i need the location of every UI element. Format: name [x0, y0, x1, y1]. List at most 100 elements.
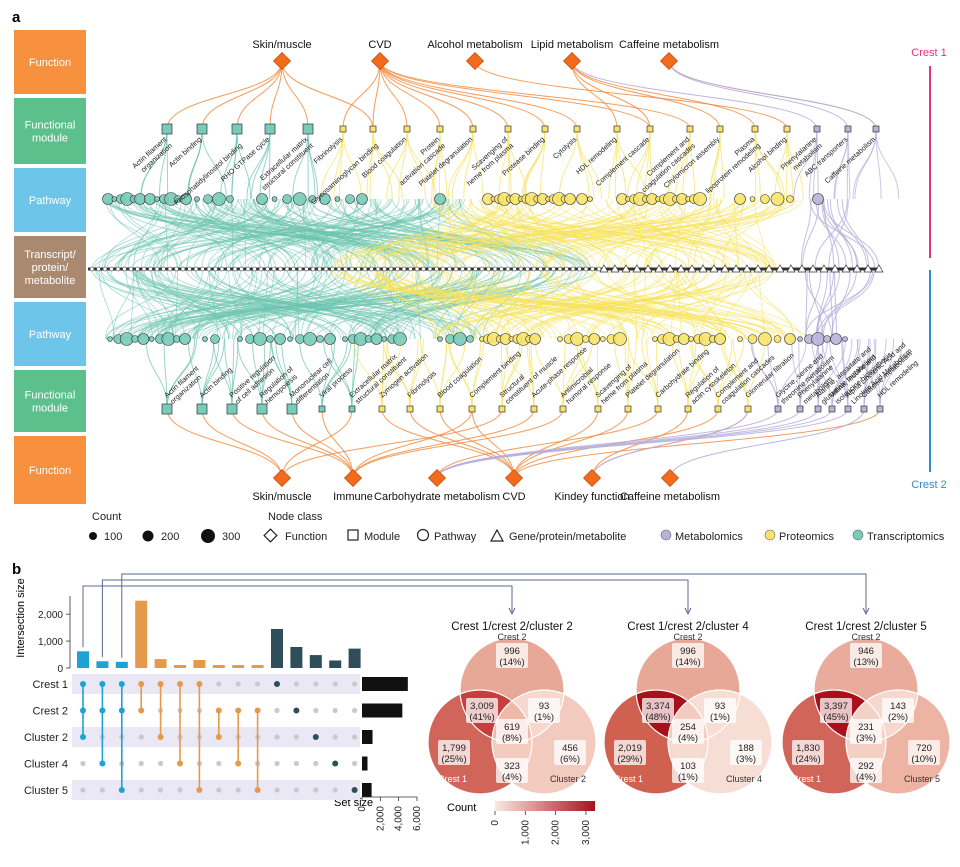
- network-edge: [202, 339, 219, 409]
- module-node: [595, 406, 601, 412]
- venn-percent: (3%): [856, 733, 876, 744]
- molecule-node: [389, 267, 393, 271]
- upset-dot-inactive: [216, 761, 221, 766]
- pathway-node: [317, 336, 324, 343]
- legend-class-function: Function: [285, 531, 327, 543]
- venn-value: 619: [504, 722, 520, 733]
- molecule-node: [155, 267, 159, 271]
- venn-value: 996: [680, 646, 696, 657]
- upset-set-label: Cluster 5: [24, 785, 68, 797]
- molecule-node: [90, 267, 94, 271]
- pathway-node: [759, 333, 772, 346]
- function-diamond: [506, 470, 523, 487]
- venn-value: 3,374: [646, 701, 670, 712]
- venn-value: 231: [858, 722, 874, 733]
- module-label-top: Caffeine metabolism: [823, 135, 878, 185]
- set-size-bar: [362, 757, 368, 771]
- row-label-2: Pathway: [29, 195, 72, 207]
- legend-class-gene: Gene/protein/metabolite: [509, 531, 626, 543]
- upset-dot-active: [177, 681, 183, 687]
- bottom-function-label: Kindey function: [554, 491, 629, 503]
- legend-class-module: Module: [364, 531, 400, 543]
- pathway-node: [246, 335, 255, 344]
- module-node: [232, 124, 242, 134]
- function-diamond: [467, 53, 484, 70]
- pathway-node: [254, 333, 267, 346]
- upset-y-tick-label: 1,000: [38, 637, 63, 648]
- venn-percent: (4%): [678, 733, 698, 744]
- venn-value: 103: [680, 761, 696, 772]
- module-node: [227, 404, 237, 414]
- gene-triangle-icon: [491, 530, 503, 541]
- pathway-node: [203, 337, 208, 342]
- pathway-node: [135, 194, 146, 205]
- pathway-node: [454, 333, 467, 346]
- row-label-4: Pathway: [29, 329, 72, 341]
- pathway-node: [831, 334, 842, 345]
- upset-set-label: Crest 1: [33, 679, 68, 691]
- molecule-node: [558, 267, 562, 271]
- intersection-bar: [155, 659, 167, 668]
- pathway-node: [467, 336, 474, 343]
- molecule-node: [142, 267, 146, 271]
- legend-count-200-marker: [143, 531, 154, 542]
- upset-dot-inactive: [216, 681, 221, 686]
- molecule-node: [318, 267, 322, 271]
- pathway-node: [565, 194, 576, 205]
- network-edge: [282, 61, 308, 129]
- upset-dot-active: [138, 681, 144, 687]
- venn-set-label-crest2: Crest 2: [851, 632, 880, 642]
- venn-percent: (45%): [823, 712, 848, 723]
- molecule-node: [253, 267, 257, 271]
- legend-count-300: 300: [222, 531, 240, 543]
- upset-dot-active: [99, 681, 105, 687]
- module-node: [197, 404, 207, 414]
- pathway-node: [787, 196, 794, 203]
- molecule-node: [513, 267, 517, 271]
- network-edge: [514, 409, 880, 478]
- pathway-node: [238, 337, 243, 342]
- pathway-node: [267, 336, 274, 343]
- pathway-node: [614, 333, 627, 346]
- molecule-node: [519, 267, 523, 271]
- molecule-node: [188, 267, 192, 271]
- module-node: [574, 126, 580, 132]
- venn-set-label-crest2: Crest 2: [497, 632, 526, 642]
- pathway-node: [346, 195, 355, 204]
- molecule-node: [506, 267, 510, 271]
- upset-dot-inactive: [294, 761, 299, 766]
- network-edge: [380, 61, 650, 129]
- set-size-tick-label: 4,000: [394, 806, 405, 831]
- upset-dot-active: [216, 734, 222, 740]
- upset-dot-active: [177, 761, 183, 767]
- module-node: [437, 126, 443, 132]
- module-node: [752, 126, 758, 132]
- module-node: [614, 126, 620, 132]
- legend-transcriptomics: Transcriptomics: [867, 531, 945, 543]
- pathway-node: [588, 197, 593, 202]
- module-node: [469, 406, 475, 412]
- molecule-node: [97, 267, 101, 271]
- legend-proteomics: Proteomics: [779, 531, 835, 543]
- upset-dot-active: [255, 708, 261, 714]
- network-edge: [282, 61, 373, 129]
- module-node: [340, 126, 346, 132]
- molecule-node: [376, 267, 380, 271]
- upset-dot-inactive: [352, 708, 357, 713]
- set-size-bar: [362, 677, 408, 691]
- bottom-function-label: Immune: [333, 491, 373, 503]
- venn-value: 3,009: [470, 701, 494, 712]
- network-edge: [572, 61, 817, 129]
- pathway-node: [343, 337, 348, 342]
- upset-dot-inactive: [313, 708, 318, 713]
- molecule-node: [240, 267, 244, 271]
- upset-dot-inactive: [216, 787, 221, 792]
- network-edge: [834, 269, 836, 339]
- molecule-node: [415, 267, 419, 271]
- upset-dot-inactive: [313, 787, 318, 792]
- row-label-5: module: [32, 403, 68, 415]
- module-node: [470, 126, 476, 132]
- function-diamond: [345, 470, 362, 487]
- pathway-node: [288, 337, 293, 342]
- pathway-node: [589, 334, 600, 345]
